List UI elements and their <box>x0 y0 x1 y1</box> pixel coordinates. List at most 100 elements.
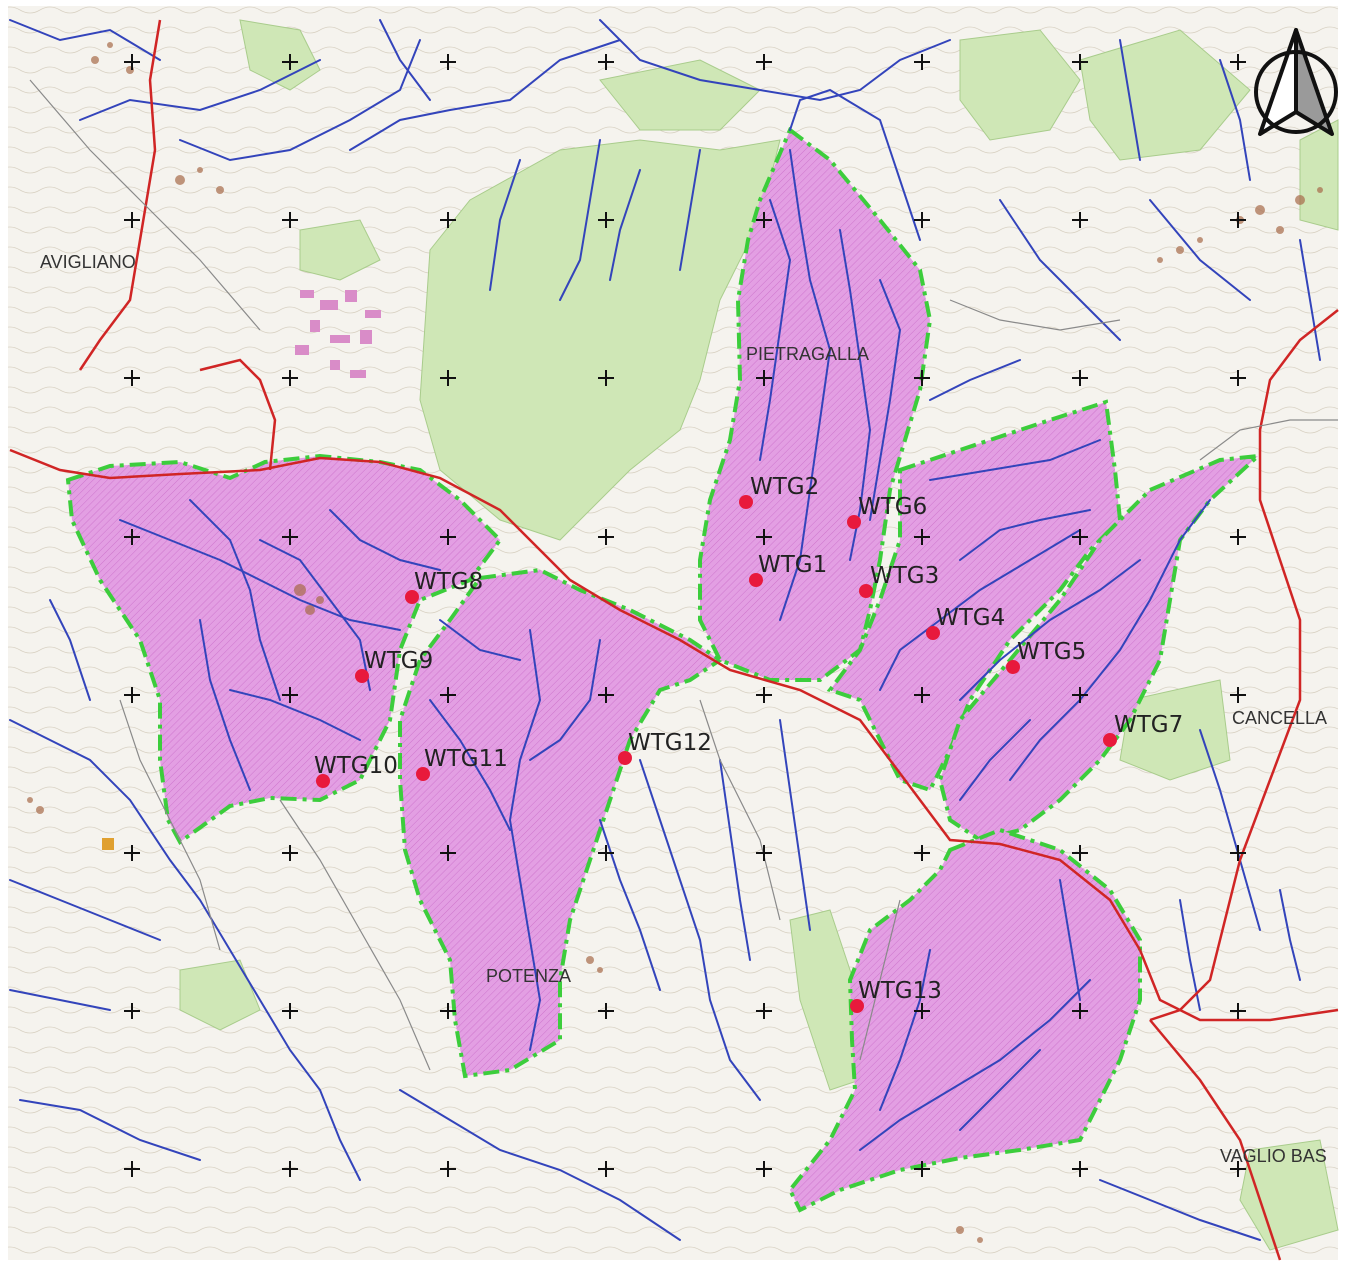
grid-cross <box>756 687 772 703</box>
settlements <box>27 42 1323 1243</box>
grid-cross <box>1230 54 1246 70</box>
basin-west <box>65 453 503 845</box>
grid-cross <box>756 1003 772 1019</box>
grid-cross <box>598 1161 614 1177</box>
turbine-wtg1[interactable]: WTG1 <box>749 552 827 587</box>
turbine-label: WTG8 <box>414 569 483 595</box>
grid-cross <box>756 845 772 861</box>
turbine-wtg2[interactable]: WTG2 <box>739 474 819 509</box>
grid-cross <box>124 212 140 228</box>
grid-cross <box>1230 529 1246 545</box>
forest-areas <box>179 19 1339 1251</box>
grid-cross <box>282 1003 298 1019</box>
town-label-cancellara: CANCELLA <box>1232 708 1327 728</box>
grid-cross <box>598 212 614 228</box>
grid-cross <box>282 54 298 70</box>
turbine-wtg3[interactable]: WTG3 <box>859 563 939 598</box>
grid-cross <box>914 845 930 861</box>
grid-cross <box>1072 845 1088 861</box>
location-marker <box>102 838 114 850</box>
grid-cross <box>914 529 930 545</box>
turbine-wtg8[interactable]: WTG8 <box>405 569 483 604</box>
grid-cross <box>756 529 772 545</box>
turbine-wtg9[interactable]: WTG9 <box>355 648 433 683</box>
turbine-marker-icon[interactable] <box>739 495 753 509</box>
turbine-marker-icon[interactable] <box>1006 660 1020 674</box>
grid-cross <box>914 370 930 386</box>
grid-cross <box>914 54 930 70</box>
grid-cross <box>124 1161 140 1177</box>
turbine-label: WTG9 <box>364 648 433 674</box>
grid-cross <box>440 212 456 228</box>
turbine-marker-icon[interactable] <box>749 573 763 587</box>
town-labels: AVIGLIANO PIETRAGALLA CANCELLA POTENZA V… <box>40 252 1327 1166</box>
turbine-marker-icon[interactable] <box>355 669 369 683</box>
grid-cross <box>1072 1003 1088 1019</box>
grid-cross <box>756 212 772 228</box>
grid-cross-icon <box>124 54 1246 1177</box>
turbine-marker-icon[interactable] <box>316 774 330 788</box>
grid-cross <box>756 54 772 70</box>
grid-cross <box>1072 212 1088 228</box>
turbine-wtg5[interactable]: WTG5 <box>1006 639 1086 674</box>
grid-cross <box>598 370 614 386</box>
turbine-marker-icon[interactable] <box>926 626 940 640</box>
turbine-wtg6[interactable]: WTG6 <box>847 494 927 529</box>
grid-cross <box>914 687 930 703</box>
basin-east <box>826 399 1123 793</box>
turbine-marker-icon[interactable] <box>416 767 430 781</box>
turbine-wtg4[interactable]: WTG4 <box>926 605 1005 640</box>
grid-cross <box>124 687 140 703</box>
turbine-wtg12[interactable]: WTG12 <box>618 730 712 765</box>
basin-pietragalla <box>698 126 933 682</box>
road-network <box>9 19 1339 1261</box>
river-network <box>9 19 1321 1241</box>
grid-cross <box>440 54 456 70</box>
grid-cross <box>124 845 140 861</box>
grid-cross <box>1230 1003 1246 1019</box>
town-label-vaglio: VAGLIO BAS <box>1220 1146 1327 1166</box>
turbine-label: WTG12 <box>628 730 712 756</box>
turbine-label: WTG6 <box>858 494 927 520</box>
grid-cross <box>282 370 298 386</box>
grid-cross <box>440 687 456 703</box>
turbine-label: WTG11 <box>424 746 508 772</box>
grid-cross <box>440 370 456 386</box>
turbine-wtg10[interactable]: WTG10 <box>314 753 398 788</box>
basin-cancellara <box>937 453 1264 843</box>
town-label-pietragalla: PIETRAGALLA <box>746 344 869 364</box>
industrial-area <box>295 290 381 378</box>
grid-cross <box>282 1161 298 1177</box>
turbine-marker-icon[interactable] <box>1103 733 1117 747</box>
grid-cross <box>440 529 456 545</box>
grid-cross <box>1072 529 1088 545</box>
turbine-label: WTG7 <box>1114 712 1183 738</box>
grid-cross <box>124 54 140 70</box>
grid-cross <box>1072 370 1088 386</box>
turbine-label: WTG3 <box>870 563 939 589</box>
turbine-marker-icon[interactable] <box>405 590 419 604</box>
turbine-label: WTG5 <box>1017 639 1086 665</box>
turbine-wtg11[interactable]: WTG11 <box>416 746 508 781</box>
turbine-marker-icon[interactable] <box>847 515 861 529</box>
turbine-label: WTG10 <box>314 753 398 779</box>
turbine-marker-icon[interactable] <box>859 584 873 598</box>
town-label-avigliano: AVIGLIANO <box>40 252 136 272</box>
secondary-roads <box>29 79 1338 1071</box>
north-arrow-icon <box>1254 28 1338 136</box>
grid-cross <box>1230 212 1246 228</box>
turbine-marker-icon[interactable] <box>618 751 632 765</box>
grid-cross <box>1230 687 1246 703</box>
grid-cross <box>124 529 140 545</box>
turbine-marker-icon[interactable] <box>850 999 864 1013</box>
turbine-wtg7[interactable]: WTG7 <box>1103 712 1183 747</box>
grid-cross <box>914 1161 930 1177</box>
grid-cross <box>598 1003 614 1019</box>
grid-cross <box>124 1003 140 1019</box>
grid-cross <box>282 212 298 228</box>
turbine-label: WTG4 <box>936 605 1005 631</box>
turbine-wtg13[interactable]: WTG13 <box>850 978 942 1013</box>
basin-south <box>787 827 1142 1213</box>
